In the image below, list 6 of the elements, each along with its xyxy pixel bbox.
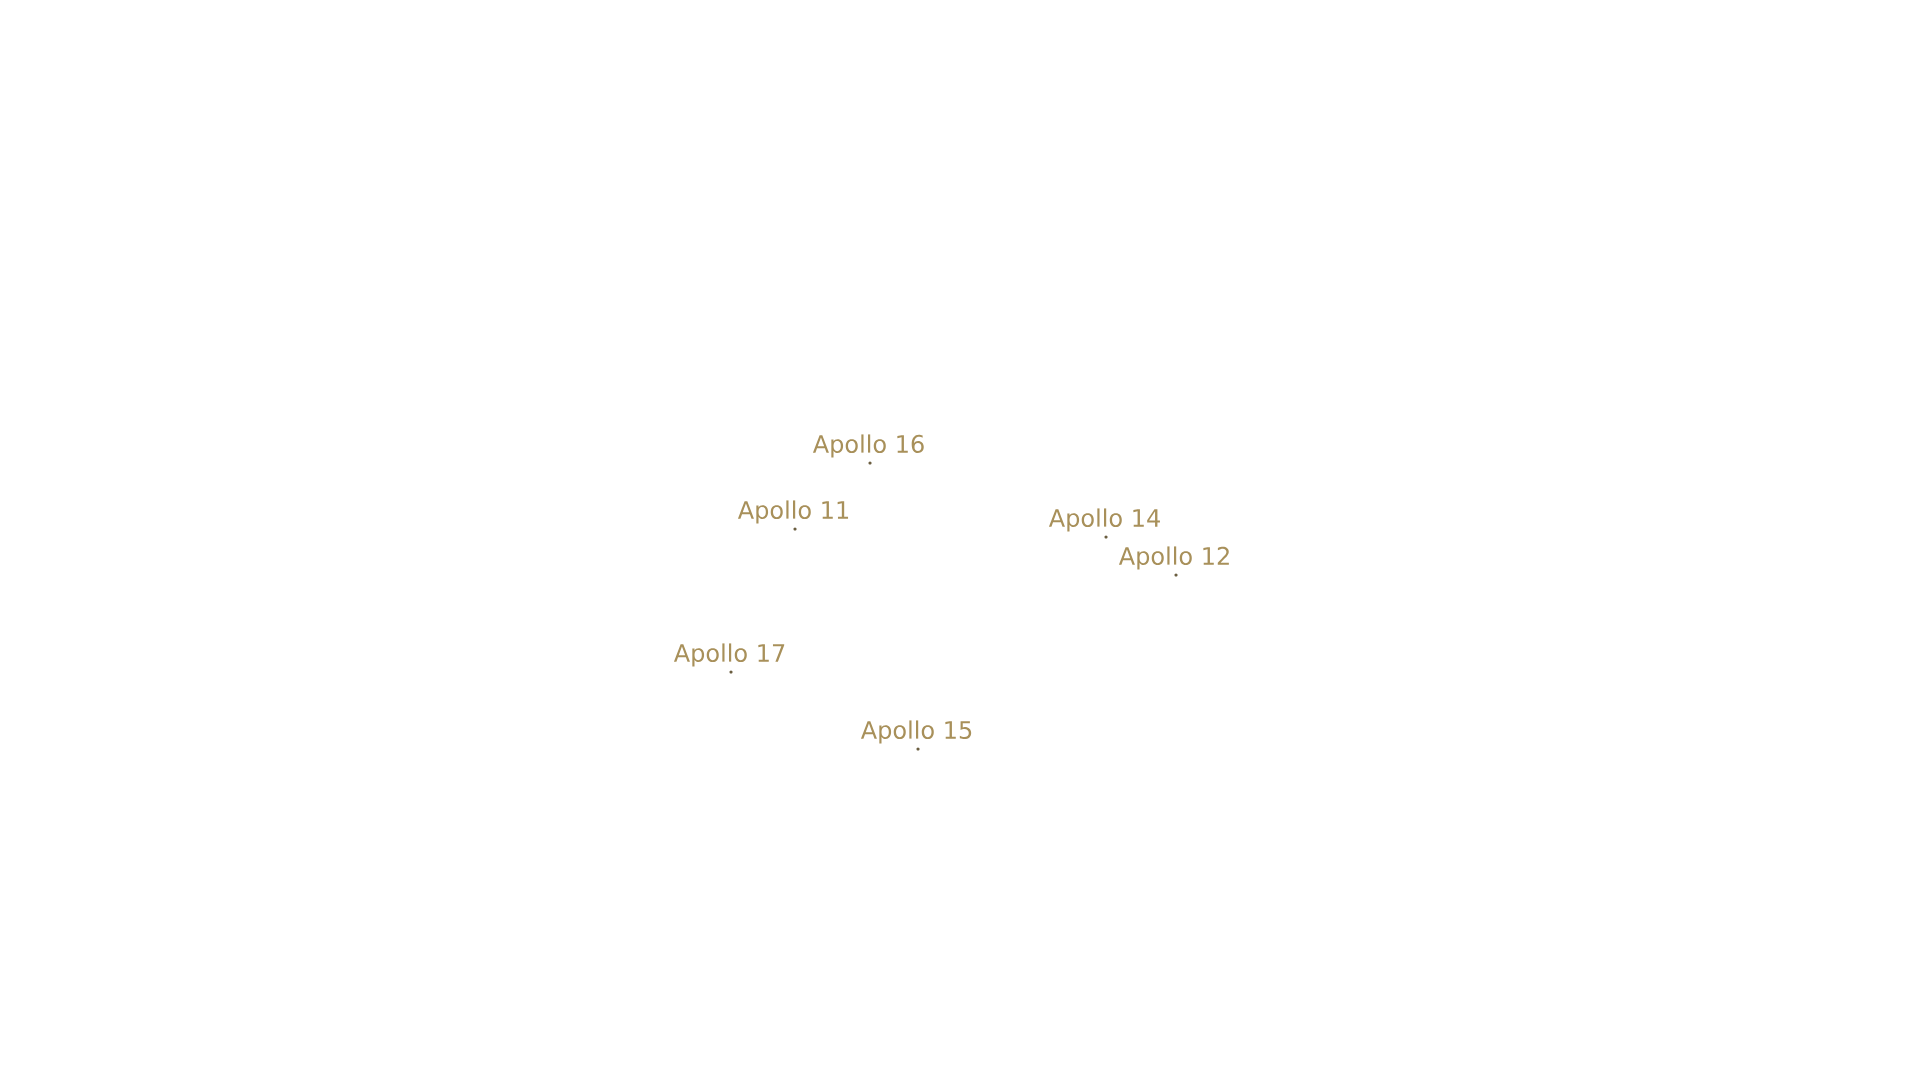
- site-label: Apollo 15: [860, 720, 972, 744]
- site-label: Apollo 14: [1048, 508, 1160, 532]
- site-label: Apollo 16: [812, 434, 924, 458]
- site-label: Apollo 17: [673, 643, 785, 667]
- site-label: Apollo 11: [737, 500, 849, 524]
- site-label: Apollo 12: [1118, 546, 1229, 570]
